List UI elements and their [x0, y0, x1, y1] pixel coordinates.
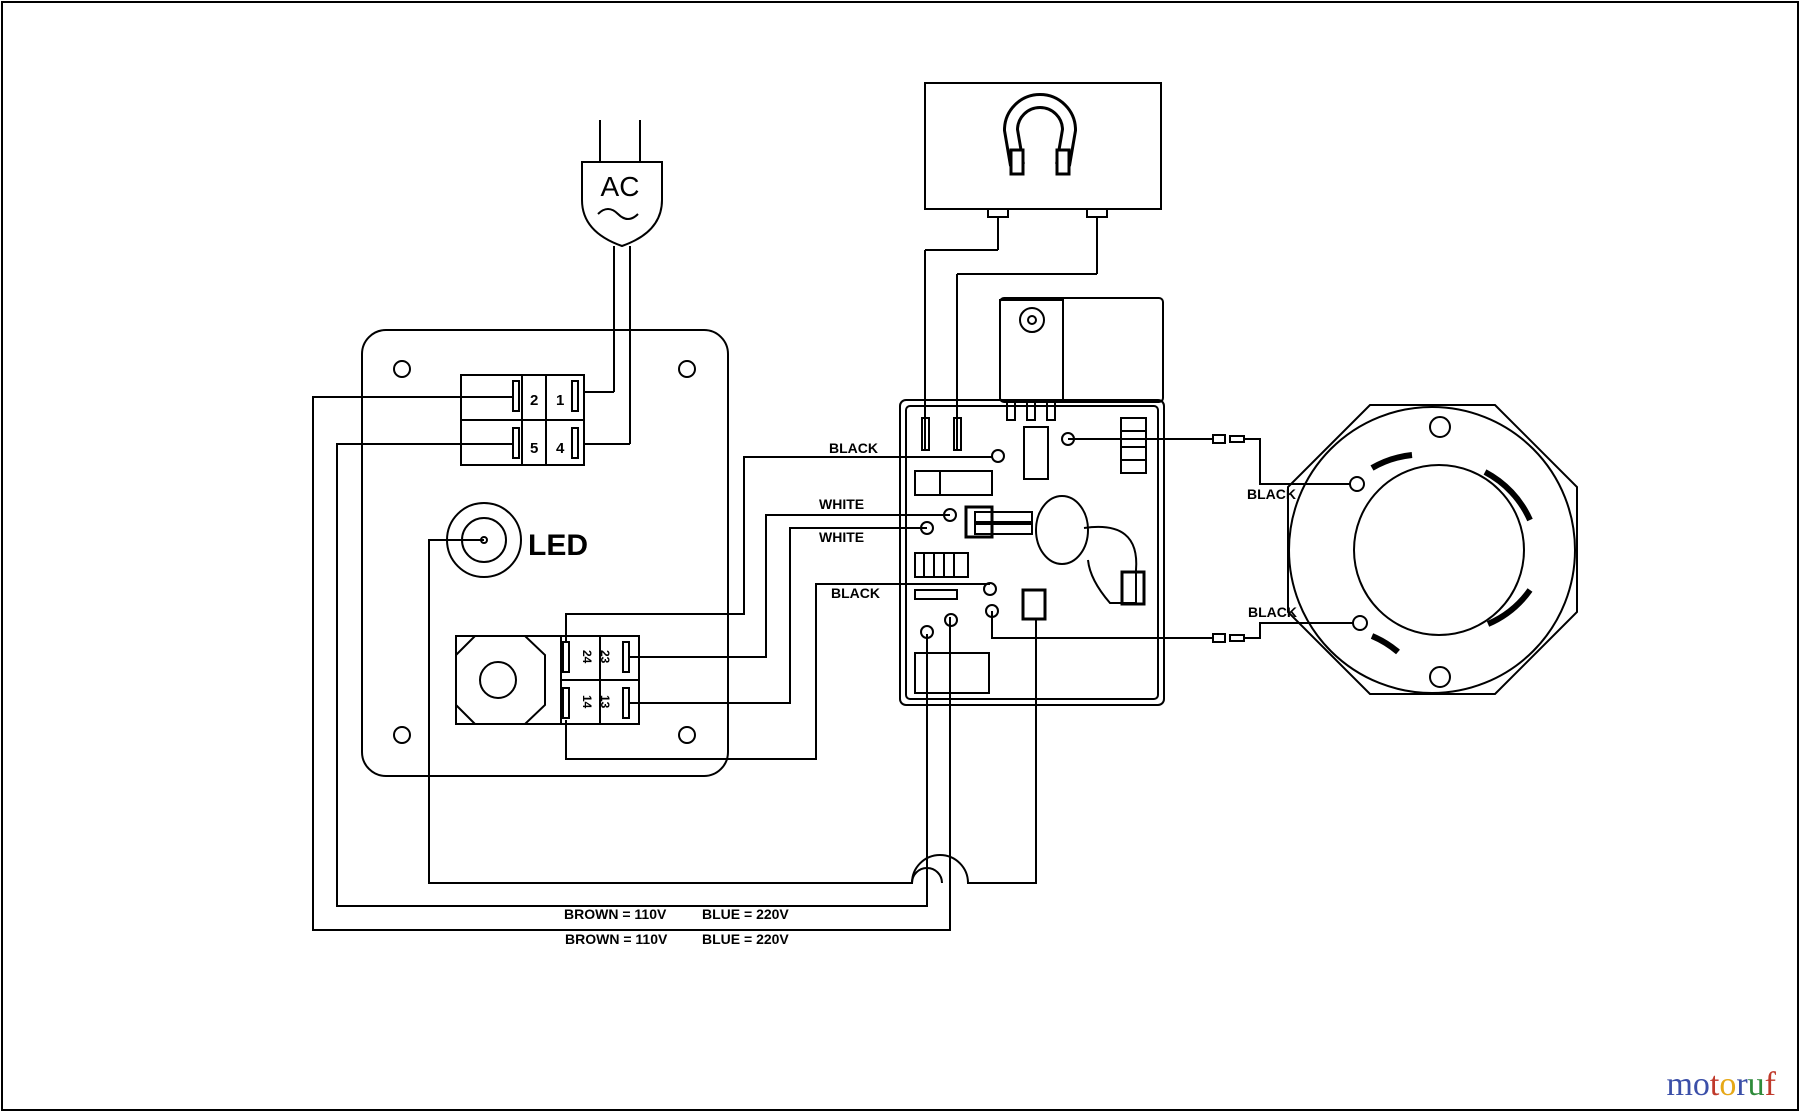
- wiring: [312, 396, 1353, 931]
- contactor-terminal-14: 14: [580, 695, 594, 709]
- ac-plug: [581, 120, 663, 445]
- watermark-logo: motoruf: [1666, 1066, 1776, 1104]
- plug-label: AC: [601, 171, 640, 202]
- watermark-letter: o: [1692, 1066, 1710, 1103]
- control-board: [899, 297, 1165, 706]
- motor: [1287, 404, 1578, 695]
- wire-label-black-motor-bottom: BLACK: [1248, 604, 1297, 620]
- legend-row1-brown: BROWN = 110V: [564, 906, 667, 922]
- watermark-letter: r: [1736, 1066, 1748, 1103]
- wire-label-black-motor-top: BLACK: [1247, 486, 1296, 502]
- watermark-letter: u: [1747, 1066, 1765, 1103]
- watermark-letter: f: [1764, 1066, 1776, 1103]
- switch-terminal-1: 1: [556, 392, 564, 409]
- power-switch: [460, 374, 585, 466]
- magnet-housing: [924, 82, 1162, 450]
- contactor-terminal-13: 13: [598, 695, 612, 709]
- watermark-letter: t: [1709, 1066, 1720, 1103]
- ac-wave-icon: [597, 208, 639, 220]
- wire-label-white-top: WHITE: [819, 496, 864, 512]
- switch-terminal-2: 2: [530, 392, 538, 409]
- wire-label-black-top: BLACK: [829, 440, 878, 456]
- switch-terminal-5: 5: [530, 440, 538, 457]
- contactor: [455, 635, 640, 725]
- contactor-terminal-23: 23: [598, 650, 612, 664]
- legend-row2-brown: BROWN = 110V: [565, 931, 668, 947]
- watermark-letter: o: [1719, 1066, 1737, 1103]
- wire-label-black-middle: BLACK: [831, 585, 880, 601]
- magnet-icon: [1002, 93, 1078, 176]
- contactor-terminal-24: 24: [580, 650, 594, 664]
- switch-panel: [361, 329, 729, 777]
- legend-row1-blue: BLUE = 220V: [702, 906, 789, 922]
- switch-terminal-4: 4: [556, 440, 565, 457]
- legend-row2-blue: BLUE = 220V: [702, 931, 789, 947]
- led-label: LED: [528, 529, 588, 562]
- wire-label-white-bottom: WHITE: [819, 529, 864, 545]
- watermark-letter: m: [1666, 1066, 1693, 1103]
